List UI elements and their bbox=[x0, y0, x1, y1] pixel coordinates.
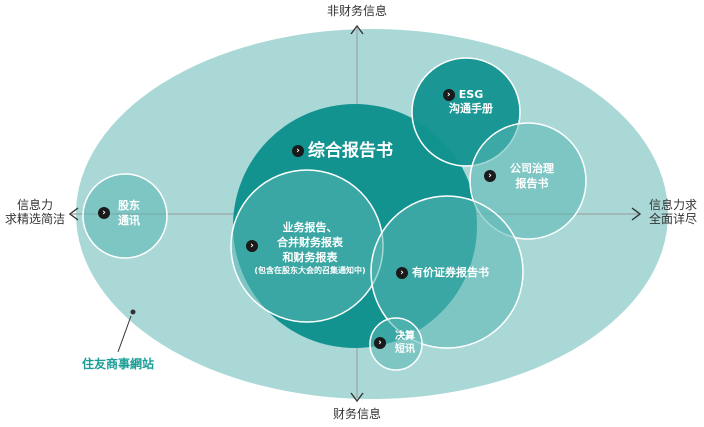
chevron-right-icon: › bbox=[396, 267, 408, 279]
business-note: (包含在股东大会的召集通知中) bbox=[254, 266, 366, 275]
esg-label[interactable]: ›ESG 沟通手册 bbox=[428, 88, 498, 116]
governance-line1: 公司治理 bbox=[510, 162, 554, 175]
shareholder-line2: 通讯 bbox=[118, 214, 140, 227]
business-line1: 业务报告、 bbox=[282, 221, 338, 234]
axis-left-line2: 求精选简洁 bbox=[4, 212, 65, 226]
axis-left-label: 信息力 求精选简洁 bbox=[2, 198, 68, 226]
right-arrow-icon bbox=[631, 207, 642, 221]
axis-top-label: 非财务信息 bbox=[326, 4, 387, 18]
website-callout-dot bbox=[130, 309, 136, 315]
up-arrow-icon bbox=[350, 24, 364, 35]
bubble-governance[interactable] bbox=[469, 122, 587, 240]
securities-report-label[interactable]: › 有价证券报告书 bbox=[396, 265, 489, 280]
shareholder-label[interactable]: › 股东 通讯 bbox=[98, 198, 148, 228]
governance-line2: 报告书 bbox=[515, 177, 549, 190]
website-link[interactable]: 住友商事網站 bbox=[82, 357, 155, 371]
chevron-right-icon: › bbox=[484, 170, 496, 182]
axis-left-line1: 信息力 bbox=[16, 198, 53, 212]
axis-right-label: 信息力求 全面详尽 bbox=[644, 198, 702, 226]
flash-report-label[interactable]: 决算 短讯 › bbox=[374, 330, 422, 356]
bubble-flash-report[interactable] bbox=[369, 317, 423, 371]
bubble-shareholder[interactable] bbox=[82, 173, 168, 259]
down-arrow-icon bbox=[350, 392, 364, 403]
chevron-right-icon: › bbox=[292, 145, 304, 157]
esg-line2: 沟通手册 bbox=[449, 102, 493, 115]
left-arrow-icon bbox=[68, 207, 79, 221]
axis-right-line1: 信息力求 bbox=[648, 198, 697, 212]
flash-line2: 短讯 bbox=[395, 344, 415, 355]
esg-line1: ESG bbox=[458, 88, 484, 101]
chevron-right-icon: › bbox=[246, 240, 258, 252]
governance-label[interactable]: 公司治理 › 报告书 bbox=[484, 161, 564, 191]
shareholder-line1: 股东 bbox=[118, 199, 140, 212]
business-line3: 和财务报表 bbox=[282, 251, 338, 264]
chevron-right-icon: › bbox=[374, 337, 386, 349]
securities-report-text: 有价证券报告书 bbox=[412, 266, 489, 279]
integrated-report-text: 综合报告书 bbox=[308, 141, 393, 161]
flash-line1: 决算 bbox=[395, 331, 415, 342]
axis-bottom-label: 财务信息 bbox=[332, 407, 381, 421]
website-callout-line bbox=[117, 315, 132, 353]
bubble-securities-report[interactable] bbox=[370, 195, 524, 349]
chevron-right-icon: › bbox=[98, 207, 110, 219]
business-report-label[interactable]: 业务报告、 合并财务报表 和财务报表 (包含在股东大会的召集通知中) › bbox=[240, 220, 380, 277]
axis-right-line2: 全面详尽 bbox=[648, 212, 697, 226]
integrated-report-label[interactable]: › 综合报告书 bbox=[292, 140, 393, 162]
chevron-right-icon: › bbox=[442, 89, 455, 101]
business-line2: 合并财务报表 bbox=[277, 236, 343, 249]
